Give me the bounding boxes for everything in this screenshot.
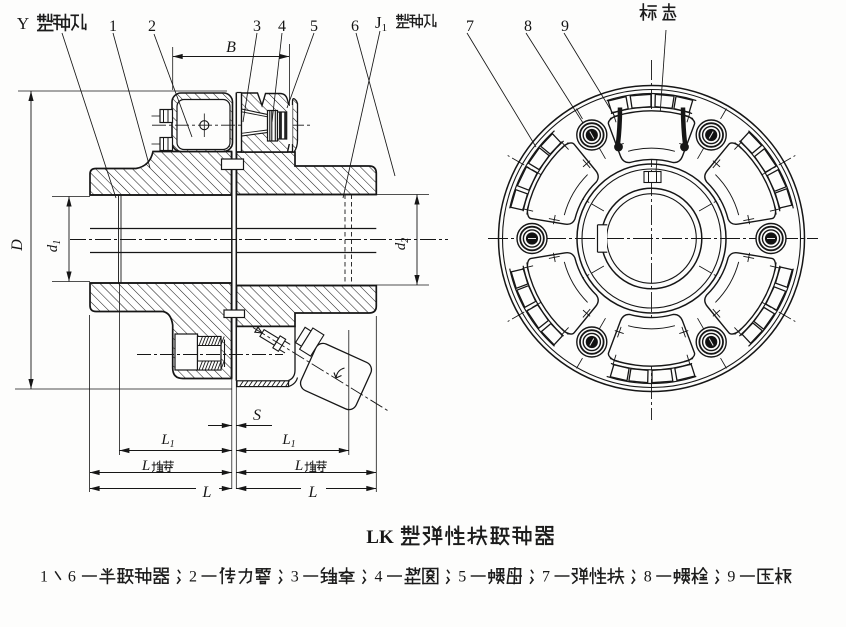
svg-text:L: L bbox=[308, 484, 318, 501]
svg-text:L: L bbox=[202, 484, 212, 501]
svg-text:8: 8 bbox=[524, 18, 532, 35]
svg-text:L: L bbox=[141, 458, 150, 474]
svg-text:6: 6 bbox=[68, 569, 76, 586]
svg-text:S: S bbox=[253, 407, 261, 424]
svg-text:2: 2 bbox=[189, 569, 197, 586]
svg-text:B: B bbox=[226, 39, 236, 56]
svg-text:LK: LK bbox=[366, 527, 394, 548]
svg-text:8: 8 bbox=[644, 569, 652, 586]
svg-text:5: 5 bbox=[310, 18, 318, 35]
svg-text:3: 3 bbox=[291, 569, 299, 586]
svg-text:6: 6 bbox=[351, 18, 359, 35]
svg-text:1: 1 bbox=[109, 18, 117, 35]
svg-text:4: 4 bbox=[375, 569, 383, 586]
svg-text:1: 1 bbox=[40, 569, 48, 586]
svg-text:Y: Y bbox=[17, 14, 29, 33]
svg-text:7: 7 bbox=[542, 569, 550, 586]
svg-text:D: D bbox=[9, 239, 26, 252]
svg-text:9: 9 bbox=[561, 18, 569, 35]
svg-text:2: 2 bbox=[148, 18, 156, 35]
svg-text:3: 3 bbox=[253, 18, 261, 35]
svg-text:9: 9 bbox=[727, 569, 735, 586]
svg-text:L: L bbox=[294, 458, 303, 474]
svg-text:7: 7 bbox=[466, 18, 474, 35]
svg-text:5: 5 bbox=[458, 569, 466, 586]
svg-text:4: 4 bbox=[278, 18, 286, 35]
